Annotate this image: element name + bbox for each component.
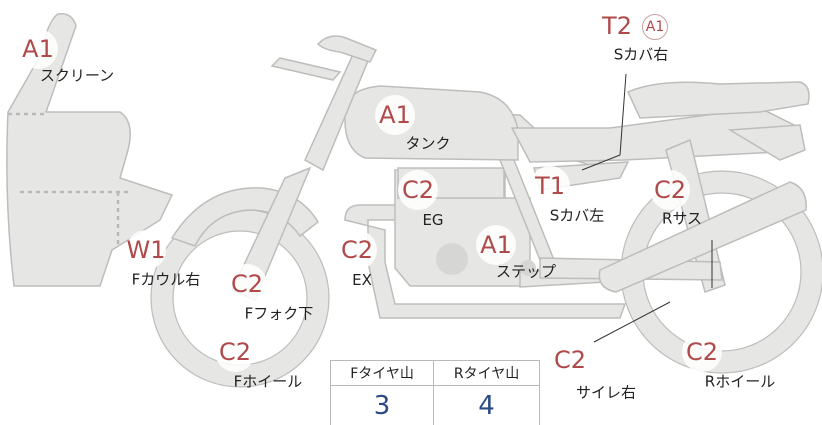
label-tank: タンク: [405, 134, 451, 153]
grade-tank: A1: [375, 95, 415, 135]
grade-step: A1: [476, 225, 516, 265]
leader-muffler: [593, 301, 671, 343]
grade-ffork: C2: [227, 264, 267, 304]
front-tread-value: 3: [329, 385, 435, 425]
label-engine: EG: [422, 211, 444, 229]
label-fwheel: Fホイール: [233, 372, 303, 391]
grade-screen: A1: [18, 29, 58, 69]
label-muffler-right: サイレ右: [575, 383, 637, 402]
exhaust-pipe-shape: [344, 204, 627, 319]
front-wheel-shape: [151, 209, 329, 387]
grade-rsus: C2: [650, 170, 690, 210]
grade-rwheel: C2: [682, 332, 722, 372]
label-rwheel: Rホイール: [704, 372, 776, 391]
rear-tread-header: Rタイヤ山: [433, 360, 540, 386]
grade-cover-right-secondary: A1: [642, 14, 668, 40]
label-ffork: Fフォク下: [244, 304, 314, 323]
tail-shape: [626, 81, 810, 119]
label-fcowl-right: Fカウル右: [131, 270, 201, 289]
grade-exhaust: C2: [337, 230, 377, 270]
fairing-zone-lines: [8, 112, 130, 248]
tire-tread-table: Fタイヤ山 Rタイヤ山 3 4: [329, 360, 540, 425]
label-screen: スクリーン: [39, 66, 115, 85]
grade-fwheel: C2: [215, 332, 255, 372]
label-rsus: Rサス: [661, 209, 703, 228]
rear-tread-value: 4: [433, 385, 540, 425]
grade-fcowl-right: W1: [126, 230, 166, 270]
grade-muffler-right: C2: [550, 340, 590, 380]
fairing-shape: [6, 13, 174, 287]
grade-cover-left: T1: [530, 166, 570, 206]
grade-cover-right: T2: [597, 6, 637, 46]
leader-cover-right: [581, 73, 627, 171]
label-exhaust: EX: [352, 271, 372, 289]
label-cover-right: Sカバ右: [613, 45, 669, 64]
label-step: ステップ: [495, 262, 557, 281]
grade-engine: C2: [398, 170, 438, 210]
muffler-shape: [598, 181, 807, 293]
label-cover-left: Sカバ左: [549, 206, 605, 225]
front-tread-header: Fタイヤ山: [329, 360, 435, 386]
